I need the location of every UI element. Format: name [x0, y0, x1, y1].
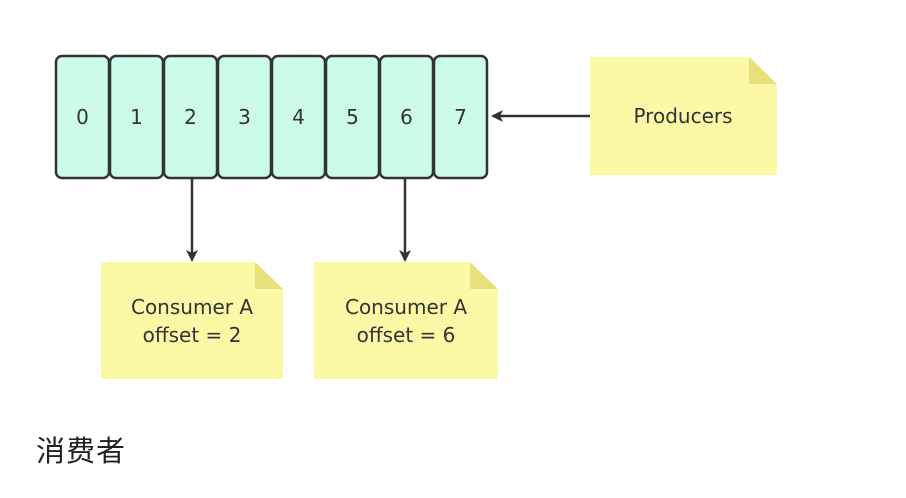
partition-cell: 3: [216, 54, 273, 180]
producers-label: Producers: [633, 104, 732, 128]
consumer-name: Consumer A: [131, 295, 253, 319]
partition-diagram: 0 1 2 3 4 5 6 7 Producers Consumer A offset = 2…: [54, 54, 777, 379]
consumer-note-body: [314, 262, 498, 379]
partition-cell-label: 2: [184, 105, 197, 129]
producers-note: Producers: [590, 57, 777, 175]
partition-cell-box: [432, 54, 489, 180]
partition-cell-label: 7: [454, 105, 467, 129]
partition-cell: 4: [270, 54, 327, 180]
partition-cell: 2: [162, 54, 219, 180]
partition-cell: 6: [378, 54, 435, 180]
producers-note-body: [590, 57, 777, 175]
partition-cell-label: 5: [346, 105, 359, 129]
consumer-note-offset-2: Consumer A offset = 2: [101, 262, 283, 379]
partition-cell-label: 4: [292, 105, 305, 129]
partition-cells: 0 1 2 3 4 5 6 7: [54, 54, 489, 180]
partition-cell: 7: [432, 54, 489, 180]
consumer-offset: offset = 2: [143, 323, 242, 347]
partition-cell: 5: [324, 54, 381, 180]
consumer-offset: offset = 6: [357, 323, 456, 347]
partition-cell-label: 1: [130, 105, 143, 129]
partition-cell-label: 0: [76, 105, 89, 129]
partition-cell: 1: [108, 54, 165, 180]
consumer-name: Consumer A: [345, 295, 467, 319]
consumer-note-fold: [470, 262, 498, 289]
partition-cell-label: 6: [400, 105, 413, 129]
consumer-note-fold: [255, 262, 283, 289]
producers-note-fold: [749, 57, 777, 84]
section-heading: 消费者: [36, 434, 127, 468]
consumer-note-offset-6: Consumer A offset = 6: [314, 262, 498, 379]
partition-cell-label: 3: [238, 105, 251, 129]
partition-cell: 0: [54, 54, 111, 180]
consumer-note-body: [101, 262, 283, 379]
